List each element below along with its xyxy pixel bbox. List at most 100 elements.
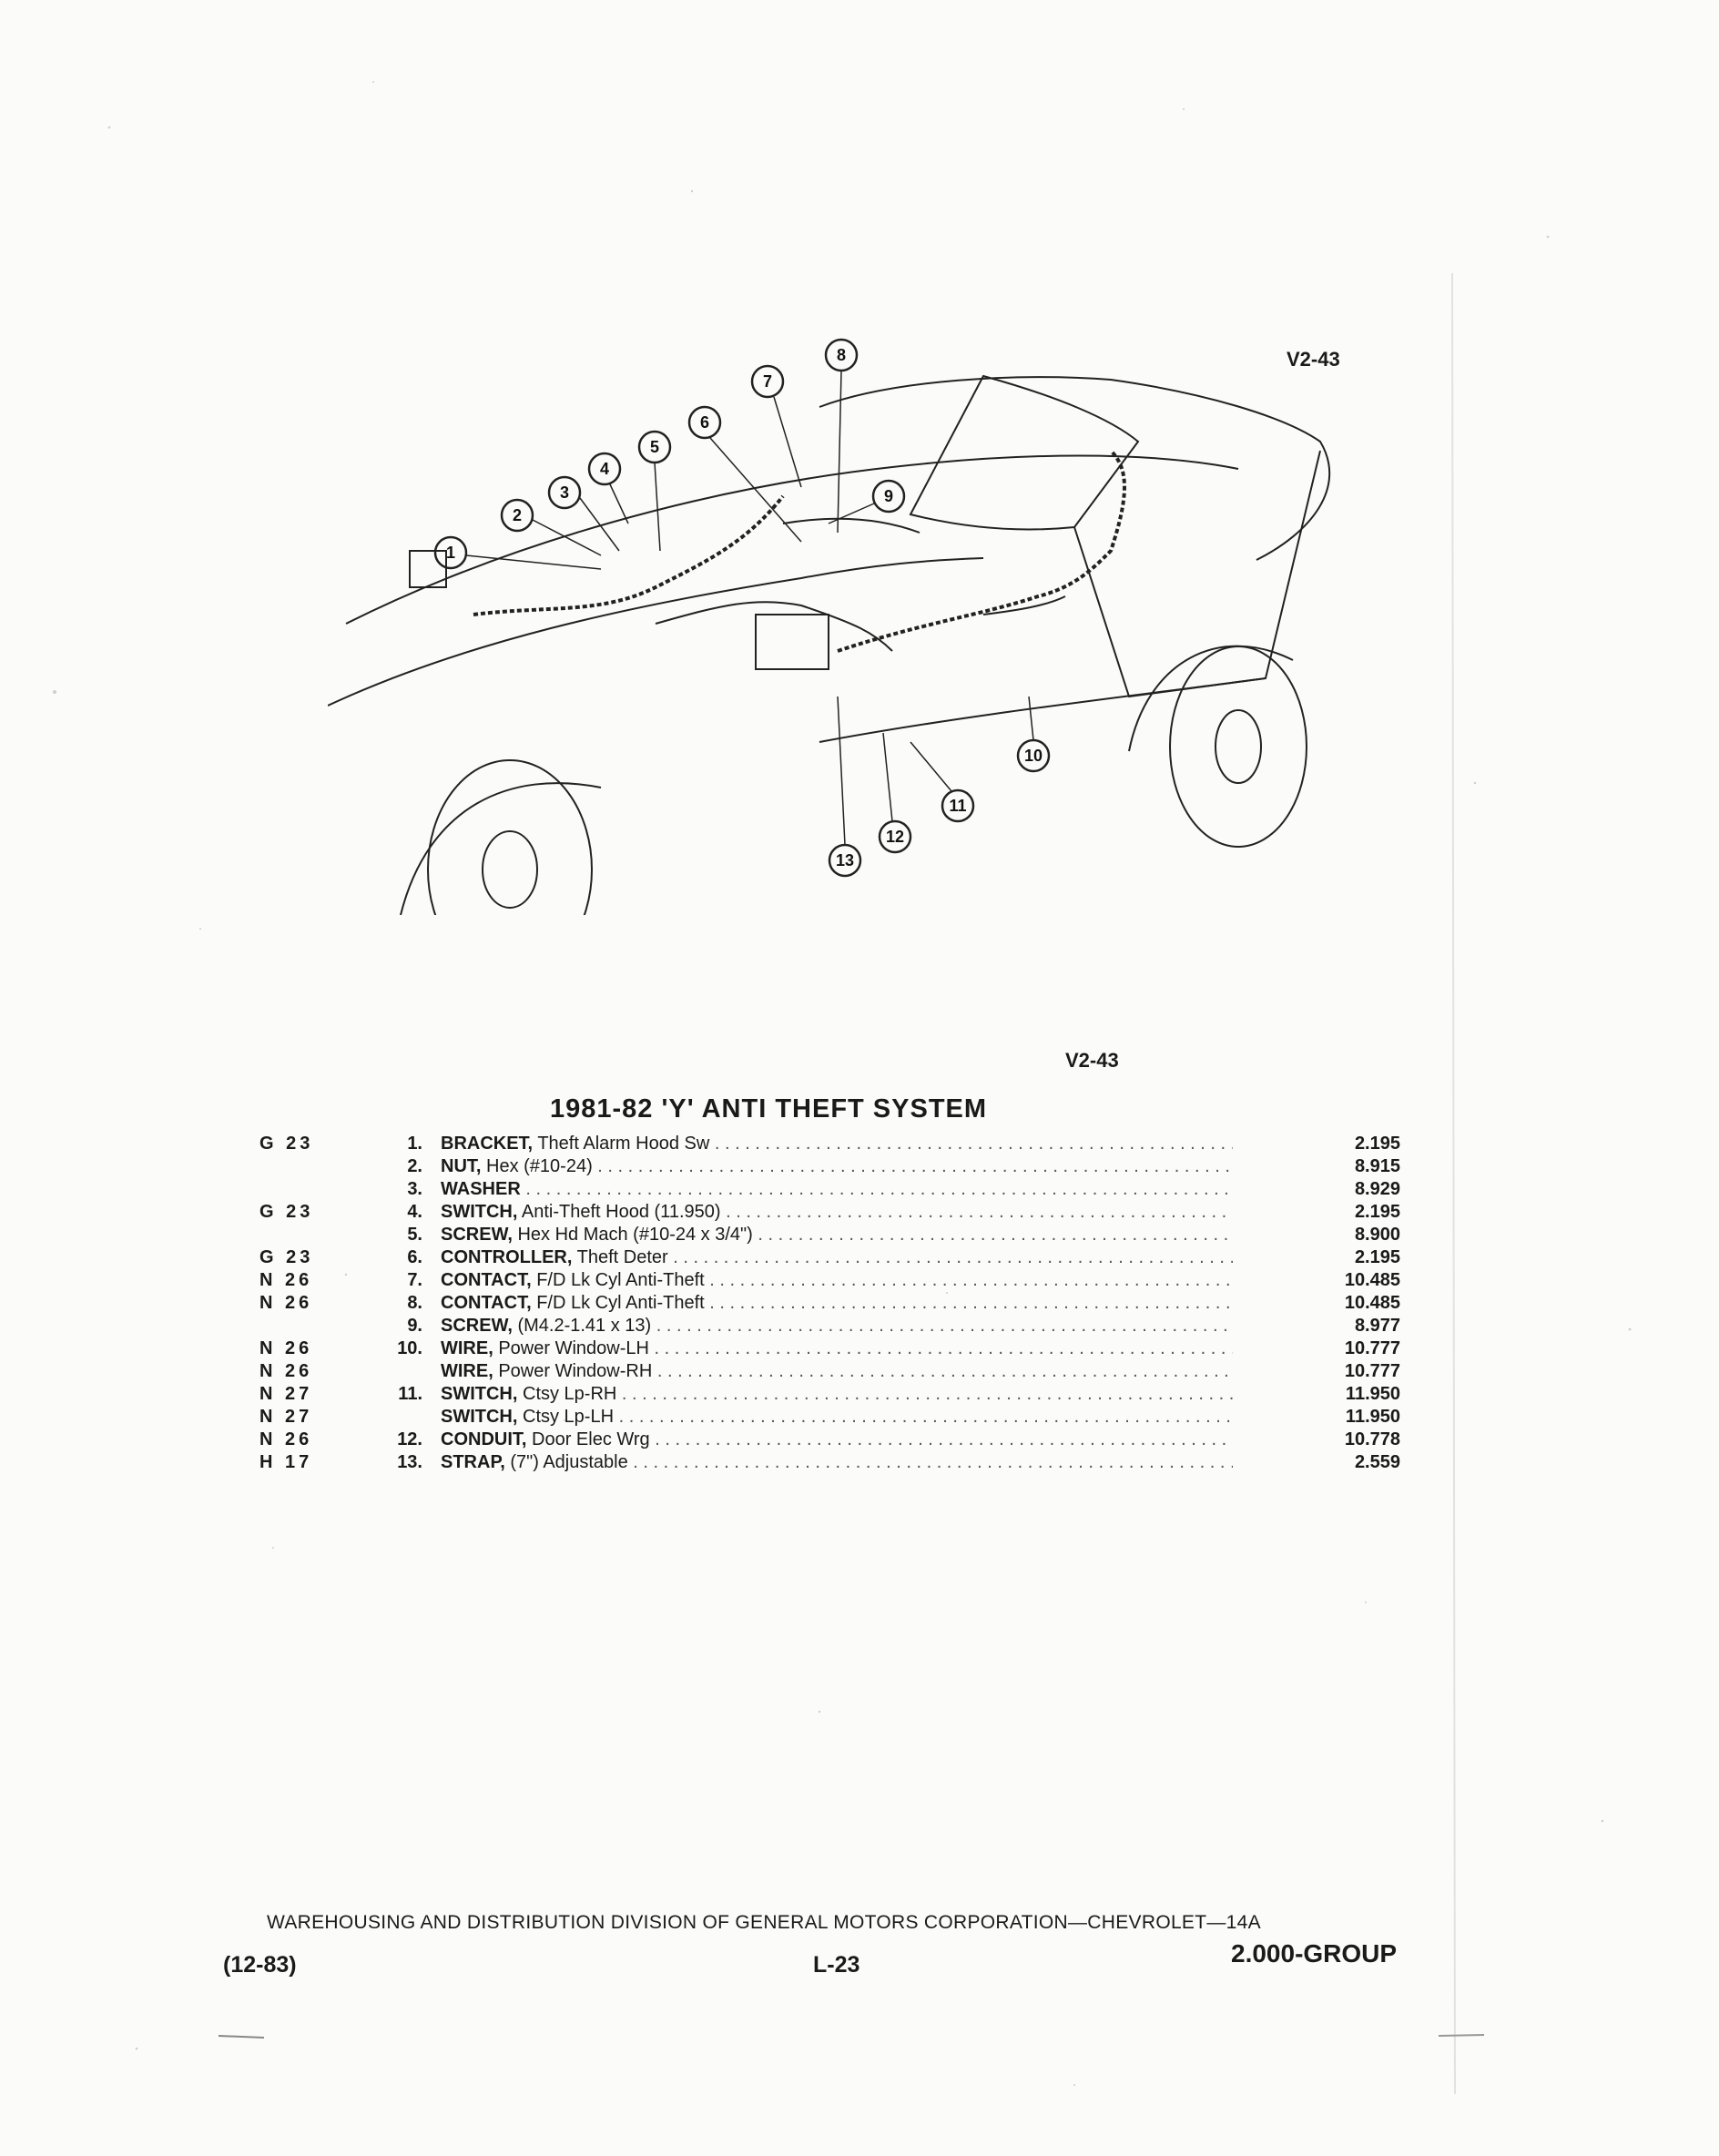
item-noun: WASHER xyxy=(441,1179,521,1199)
hood-switch xyxy=(409,550,447,588)
item-number: 7. xyxy=(407,1270,422,1290)
item-noun: NUT, xyxy=(441,1156,482,1176)
section-title: 1981-82 'Y' ANTI THEFT SYSTEM xyxy=(550,1094,988,1124)
item-number: 8. xyxy=(407,1293,422,1313)
item-noun: CONTACT, xyxy=(441,1270,532,1290)
item-detail: F/D Lk Cyl Anti-Theft xyxy=(536,1293,705,1313)
item-number: 3. xyxy=(407,1179,422,1199)
item-number: 12. xyxy=(397,1429,422,1449)
group-code: N 27 xyxy=(259,1384,313,1404)
item-value: 10.485 xyxy=(1344,1293,1400,1313)
item-value: 2.195 xyxy=(1354,1134,1400,1154)
callout-6: 6 xyxy=(700,413,709,432)
callout-10: 10 xyxy=(1024,747,1043,765)
item-description: NUT, Hex (#10-24) xyxy=(441,1155,1233,1178)
item-noun: SWITCH, xyxy=(441,1202,518,1222)
controller-module xyxy=(755,614,829,670)
figure-code-bottom: V2-43 xyxy=(1065,1049,1119,1072)
group-code: N 27 xyxy=(259,1407,313,1427)
group-code: N 26 xyxy=(259,1429,313,1449)
item-description: CONTROLLER, Theft Deter xyxy=(441,1246,1233,1269)
parts-row: 2. NUT, Hex (#10-24) 8.915 xyxy=(0,1155,1719,1178)
item-detail: Power Window-RH xyxy=(498,1361,653,1381)
item-number: 6. xyxy=(407,1247,422,1267)
item-detail: Door Elec Wrg xyxy=(532,1429,650,1449)
item-value: 10.778 xyxy=(1344,1429,1400,1449)
item-value: 8.977 xyxy=(1354,1316,1400,1336)
item-detail: Ctsy Lp-RH xyxy=(523,1384,617,1404)
group-code: N 26 xyxy=(259,1361,313,1381)
footer-page-number: L-23 xyxy=(813,1952,860,1978)
item-noun: CONDUIT, xyxy=(441,1429,527,1449)
item-description: SWITCH, Anti-Theft Hood (11.950) xyxy=(441,1201,1233,1224)
item-value: 11.950 xyxy=(1345,1384,1400,1404)
callout-5: 5 xyxy=(650,438,659,456)
item-noun: STRAP, xyxy=(441,1452,505,1472)
item-value: 8.929 xyxy=(1354,1179,1400,1199)
group-code: G 23 xyxy=(259,1247,314,1267)
door-wire-lower xyxy=(982,595,1066,615)
group-code: G 23 xyxy=(259,1134,314,1154)
parts-row: 5. SCREW, Hex Hd Mach (#10-24 x 3/4") 8.… xyxy=(0,1224,1719,1246)
item-value: 8.900 xyxy=(1354,1225,1400,1245)
item-noun: CONTACT, xyxy=(441,1293,532,1313)
item-value: 11.950 xyxy=(1345,1407,1400,1427)
wiring-harness-dash xyxy=(655,601,893,652)
item-number: 5. xyxy=(407,1225,422,1245)
item-noun: CONTROLLER, xyxy=(441,1247,573,1267)
item-detail: (7") Adjustable xyxy=(510,1452,628,1472)
item-value: 10.485 xyxy=(1344,1270,1400,1290)
item-detail: Hex (#10-24) xyxy=(486,1156,593,1176)
item-detail: Hex Hd Mach (#10-24 x 3/4") xyxy=(517,1225,753,1245)
item-detail: Power Window-LH xyxy=(498,1338,649,1358)
item-value: 2.195 xyxy=(1354,1202,1400,1222)
callout-2: 2 xyxy=(513,506,522,524)
group-code: N 26 xyxy=(259,1270,313,1290)
item-noun: SCREW, xyxy=(441,1225,513,1245)
parts-row: G 23 4. SWITCH, Anti-Theft Hood (11.950)… xyxy=(0,1201,1719,1224)
item-description: CONDUIT, Door Elec Wrg xyxy=(441,1429,1233,1451)
item-noun: WIRE, xyxy=(441,1361,493,1381)
rocker-line xyxy=(819,677,1266,743)
parts-row: N 27 11. SWITCH, Ctsy Lp-RH 11.950 xyxy=(0,1383,1719,1406)
footer-date: (12-83) xyxy=(223,1952,297,1978)
callout-8: 8 xyxy=(837,346,846,364)
front-wheel-hub xyxy=(482,830,538,909)
item-noun: SWITCH, xyxy=(441,1384,518,1404)
item-description: WASHER xyxy=(441,1178,1233,1201)
parts-row: N 26 10. WIRE, Power Window-LH 10.777 xyxy=(0,1337,1719,1360)
windshield-outline xyxy=(909,374,1140,531)
item-value: 2.195 xyxy=(1354,1247,1400,1267)
item-value: 2.559 xyxy=(1354,1452,1400,1472)
car-body-outline xyxy=(328,557,984,707)
item-description: CONTACT, F/D Lk Cyl Anti-Theft xyxy=(441,1269,1233,1292)
parts-row: N 26 WIRE, Power Window-RH 10.777 xyxy=(0,1360,1719,1383)
callout-11: 11 xyxy=(949,797,966,815)
callout-9: 9 xyxy=(884,487,893,505)
item-description: SCREW, Hex Hd Mach (#10-24 x 3/4") xyxy=(441,1224,1233,1246)
item-number: 13. xyxy=(397,1452,422,1472)
cowl-line xyxy=(782,517,921,534)
item-detail: F/D Lk Cyl Anti-Theft xyxy=(536,1270,705,1290)
parts-row: 9. SCREW, (M4.2-1.41 x 13) 8.977 xyxy=(0,1315,1719,1337)
rear-wheel xyxy=(1169,646,1307,848)
item-noun: BRACKET, xyxy=(441,1134,534,1154)
item-noun: SCREW, xyxy=(441,1316,513,1336)
roof-outline xyxy=(819,376,1331,561)
rear-wheel-arch xyxy=(1128,645,1294,752)
item-detail: Theft Alarm Hood Sw xyxy=(537,1134,710,1154)
rear-wheel-hub xyxy=(1215,709,1262,784)
group-code: H 17 xyxy=(259,1452,313,1472)
front-wheel-arch xyxy=(400,782,602,915)
item-number: 4. xyxy=(407,1202,422,1222)
anti-theft-system-illustration: 1 2 3 4 5 6 7 8 9 10 11 12 13 xyxy=(328,338,1331,915)
parts-row: N 27 SWITCH, Ctsy Lp-LH 11.950 xyxy=(0,1406,1719,1429)
item-description: SWITCH, Ctsy Lp-RH xyxy=(441,1383,1233,1406)
parts-row: G 23 6. CONTROLLER, Theft Deter 2.195 xyxy=(0,1246,1719,1269)
wiring-harness-door xyxy=(837,449,1126,653)
callout-1: 1 xyxy=(446,544,455,562)
item-detail: (M4.2-1.41 x 13) xyxy=(517,1316,652,1336)
wiring-harness-hood xyxy=(473,494,785,616)
item-number: 11. xyxy=(398,1384,422,1404)
item-detail: Ctsy Lp-LH xyxy=(523,1407,615,1427)
